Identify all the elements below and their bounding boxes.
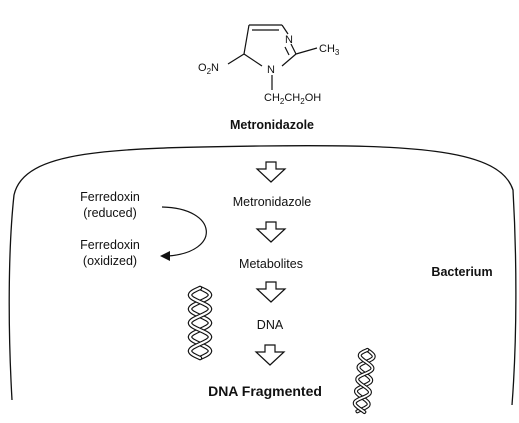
dna-fragmented-label: DNA Fragmented [208, 383, 322, 399]
nitro-n: N [211, 62, 219, 74]
oh: OH [305, 92, 322, 104]
ferredoxin-reduced-line2: (reduced) [83, 206, 137, 220]
bacterium-label: Bacterium [431, 265, 492, 279]
methyl-ch: CH [319, 43, 335, 55]
ring-nitrogen-top: N [285, 34, 293, 46]
fragmented-dna-icon [352, 347, 376, 414]
ferredoxin-oxidized-line1: Ferredoxin [80, 238, 140, 252]
hydroxyethyl-group-label: CH2CH2OH [264, 92, 321, 106]
hollow-down-arrow-icon [255, 221, 287, 243]
compound-name: Metronidazole [230, 118, 314, 132]
nitro-o: O [198, 62, 207, 74]
hollow-down-arrow-icon [255, 161, 287, 183]
ferredoxin-oxidized-line2: (oxidized) [83, 254, 137, 268]
nitro-subscript: 2 [207, 67, 212, 76]
nitro-group-label: O2N [198, 62, 219, 76]
ferredoxin-curved-arrow [161, 206, 207, 257]
hollow-down-arrow-icon [254, 344, 286, 366]
methyl-subscript: 3 [335, 48, 340, 57]
dna-helix-icon [187, 285, 213, 361]
pathway-step-metabolites: Metabolites [239, 257, 303, 271]
flow-arrows [254, 161, 287, 366]
pathway-step-metronidazole: Metronidazole [233, 195, 312, 209]
hollow-down-arrow-icon [255, 281, 287, 303]
ring-nitrogen: N [267, 64, 275, 76]
ferredoxin-reduced-line1: Ferredoxin [80, 190, 140, 204]
ch-2: CH [284, 92, 300, 104]
sub-2: 2 [300, 97, 305, 106]
bacterium-cell-outline [8, 145, 517, 406]
ferredoxin-arrowhead-icon [160, 251, 170, 261]
ch-1: CH [264, 92, 280, 104]
sub-1: 2 [280, 97, 285, 106]
pathway-step-dna: DNA [257, 318, 284, 332]
metronidazole-structure [227, 24, 318, 90]
methyl-group-label: CH3 [319, 43, 340, 57]
